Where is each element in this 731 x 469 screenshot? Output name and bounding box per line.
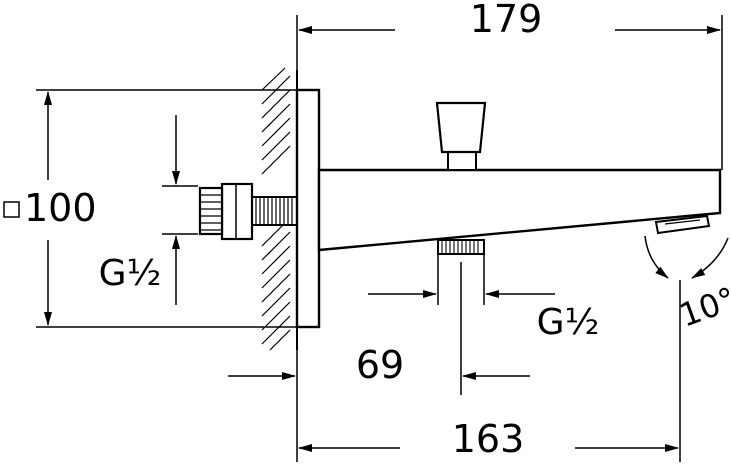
dim-69-label: 69 — [356, 343, 404, 387]
angle-dimension: 10° — [644, 235, 731, 335]
diverter-thread-label: G½ — [537, 302, 600, 343]
dim-100-label: 100 — [24, 186, 97, 230]
inlet-connector — [198, 182, 298, 241]
angle-label: 10° — [675, 280, 731, 335]
diverter-outlet-thread — [437, 239, 485, 255]
dim-179-label: 179 — [470, 0, 543, 41]
rosette-plate — [295, 88, 321, 329]
wall-hatching — [261, 67, 291, 351]
square-symbol-icon — [3, 201, 20, 218]
dimension-69: 69 — [228, 262, 530, 395]
outlet-nozzle — [654, 214, 711, 235]
inlet-thread-label: G½ — [99, 253, 162, 294]
diverter-knob — [435, 101, 487, 171]
inlet-thread-dimension: G½ — [99, 115, 198, 305]
dimension-179: 179 — [296, 0, 723, 170]
dim-163-label: 163 — [452, 417, 525, 461]
diverter-thread-dimension: G½ — [368, 254, 599, 343]
spout-body — [317, 168, 722, 252]
dimension-163: 163 — [296, 280, 681, 462]
dimension-100: 100 — [3, 89, 297, 328]
